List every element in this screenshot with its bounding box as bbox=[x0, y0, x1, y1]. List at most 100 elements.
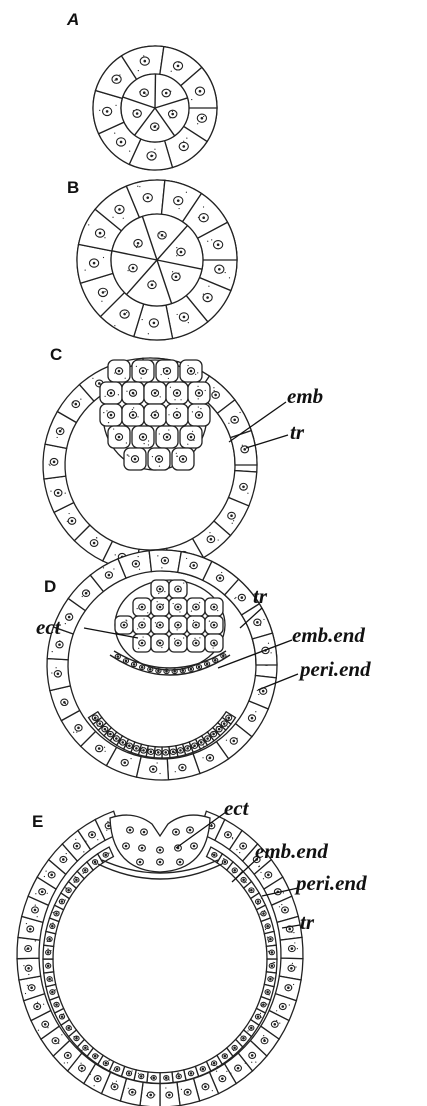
cytoplasm-granule bbox=[198, 406, 199, 407]
cytoplasm-granule bbox=[179, 208, 180, 209]
cytoplasm-granule bbox=[164, 236, 165, 237]
cytoplasm-granule bbox=[38, 1030, 39, 1031]
cytoplasm-granule bbox=[70, 613, 71, 614]
cytoplasm-granule bbox=[108, 853, 109, 854]
cytoplasm-granule bbox=[123, 218, 124, 219]
cytoplasm-granule bbox=[168, 414, 169, 415]
cytoplasm-granule bbox=[48, 979, 49, 980]
nucleolus bbox=[262, 1003, 265, 1006]
nucleolus bbox=[213, 624, 216, 627]
nucleolus bbox=[204, 1085, 207, 1088]
nucleolus bbox=[102, 291, 105, 294]
cytoplasm-granule bbox=[59, 901, 60, 902]
cytoplasm-granule bbox=[131, 1070, 132, 1071]
nucleolus bbox=[36, 1005, 39, 1008]
nucleolus bbox=[200, 741, 203, 744]
nucleolus bbox=[186, 747, 189, 750]
nucleolus bbox=[242, 485, 245, 488]
cytoplasm-granule bbox=[126, 312, 127, 313]
cytoplasm-granule bbox=[216, 1066, 217, 1067]
cytoplasm-granule bbox=[176, 408, 177, 409]
cytoplasm-granule bbox=[23, 965, 24, 966]
nucleolus bbox=[271, 951, 274, 954]
cytoplasm-granule bbox=[114, 80, 115, 81]
nucleolus bbox=[241, 596, 244, 599]
cytoplasm-granule bbox=[119, 743, 120, 744]
nucleolus bbox=[165, 670, 168, 673]
cytoplasm-granule bbox=[112, 1082, 113, 1083]
cytoplasm-granule bbox=[202, 757, 203, 758]
panel-b-letter: B bbox=[67, 178, 79, 197]
cytoplasm-granule bbox=[216, 855, 217, 856]
cytoplasm-granule bbox=[268, 941, 269, 942]
cytoplasm-granule bbox=[161, 374, 162, 375]
nucleolus bbox=[117, 655, 120, 658]
cytoplasm-granule bbox=[130, 758, 131, 759]
cytoplasm-granule bbox=[129, 151, 130, 152]
nucleolus bbox=[190, 370, 193, 373]
cytoplasm-granule bbox=[132, 267, 133, 268]
panel-c-letter: C bbox=[50, 345, 62, 364]
morula-b-cells bbox=[77, 180, 237, 340]
cytoplasm-granule bbox=[160, 396, 161, 397]
cytoplasm-granule bbox=[225, 272, 226, 273]
cytoplasm-granule bbox=[178, 625, 179, 626]
nucleolus bbox=[51, 991, 54, 994]
nucleolus bbox=[257, 1015, 260, 1018]
panel-a: A bbox=[66, 10, 217, 170]
nucleolus bbox=[242, 878, 245, 881]
cytoplasm-granule bbox=[107, 1063, 108, 1064]
nucleolus bbox=[74, 403, 77, 406]
cytoplasm-granule bbox=[69, 513, 70, 514]
nucleolus bbox=[142, 370, 145, 373]
cytoplasm-granule bbox=[187, 750, 188, 751]
cytoplasm-granule bbox=[105, 396, 106, 397]
cytoplasm-granule bbox=[65, 887, 66, 888]
nucleolus bbox=[273, 1023, 276, 1026]
panel-a-letter: A bbox=[66, 10, 79, 29]
cytoplasm-granule bbox=[184, 1093, 185, 1094]
cytoplasm-granule bbox=[203, 116, 204, 117]
cytoplasm-granule bbox=[173, 603, 174, 604]
nucleolus bbox=[269, 938, 272, 941]
nucleolus bbox=[152, 768, 155, 771]
cytoplasm-granule bbox=[114, 325, 115, 326]
cytoplasm-granule bbox=[64, 1062, 65, 1063]
cytoplasm-granule bbox=[49, 465, 50, 466]
nucleolus bbox=[85, 592, 88, 595]
cytoplasm-granule bbox=[291, 932, 292, 933]
nucleolus bbox=[214, 394, 217, 397]
panel-d-letter: D bbox=[44, 577, 56, 596]
nucleolus bbox=[141, 624, 144, 627]
nucleolus bbox=[177, 606, 180, 609]
cytoplasm-granule bbox=[95, 1058, 96, 1059]
nucleolus bbox=[141, 666, 144, 669]
cytoplasm-granule bbox=[136, 109, 137, 110]
nucleolus bbox=[182, 458, 185, 461]
cytoplasm-granule bbox=[128, 1088, 129, 1089]
cytoplasm-granule bbox=[141, 750, 142, 751]
cytoplasm-granule bbox=[236, 849, 237, 850]
cytoplasm-granule bbox=[101, 301, 102, 302]
cytoplasm-granule bbox=[177, 629, 178, 630]
cytoplasm-granule bbox=[97, 725, 98, 726]
nucleolus bbox=[266, 925, 269, 928]
cytoplasm-granule bbox=[147, 612, 148, 613]
cytoplasm-granule bbox=[257, 904, 258, 905]
cytoplasm-granule bbox=[186, 192, 187, 193]
cytoplasm-granule bbox=[132, 409, 133, 410]
cytoplasm-granule bbox=[43, 1004, 44, 1005]
nucleolus bbox=[96, 1077, 99, 1080]
cytoplasm-granule bbox=[94, 718, 95, 719]
cytoplasm-granule bbox=[52, 923, 53, 924]
cytoplasm-granule bbox=[243, 882, 244, 883]
cytoplasm-granule bbox=[139, 569, 140, 570]
cytoplasm-granule bbox=[115, 738, 116, 739]
cytoplasm-granule bbox=[105, 730, 106, 731]
cytoplasm-granule bbox=[58, 1043, 59, 1044]
cytoplasm-granule bbox=[163, 368, 164, 369]
nucleolus bbox=[262, 690, 265, 693]
nucleolus bbox=[141, 606, 144, 609]
cytoplasm-granule bbox=[105, 751, 106, 752]
cytoplasm-granule bbox=[99, 110, 100, 111]
